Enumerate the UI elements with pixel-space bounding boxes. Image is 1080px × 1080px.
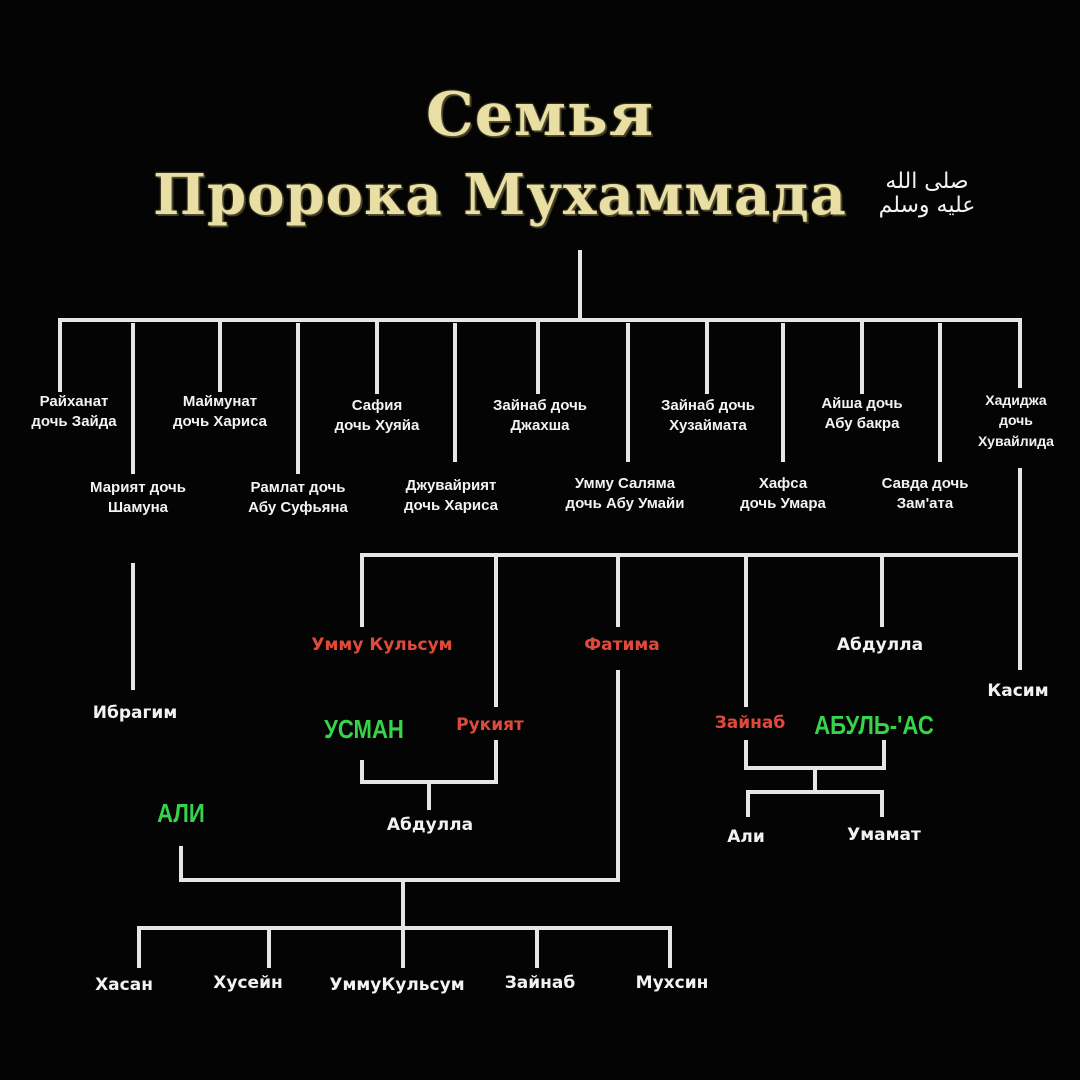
child-fatima: Фатима [584,635,660,655]
wife-hafsa: Хафса дочь Умара [740,475,826,513]
wife-mariyat: Марият дочь Шамуна [90,479,186,517]
wife-juwayriya: Джувайрият дочь Хариса [403,477,499,515]
wife-ramlat: Рамлат дочь Абу Суфьяна [248,479,348,517]
wife-umm-salama: Умму Салямa дочь Абу Умайи [565,475,685,513]
grandchild-muhsin: Мухсин [635,973,709,993]
child-qasim: Касим [987,681,1049,701]
wife-rayhanat: Райханат дочь Зайда [31,393,117,431]
grandchild-hasan: Хасан [95,975,153,995]
wife-zaynab-jahsh: Зайнаб дочь Джахша [492,397,588,435]
wife-khadija: Хадиджа дочь Хувайлида [978,392,1054,449]
husband-uthman: УСМАН [324,714,404,744]
grandchild-ali: Али [727,827,765,847]
husband-ali: АЛИ [157,798,205,828]
grandchild-abdullah: Абдулла [386,815,474,835]
child-ruqayya: Рукият [456,715,524,735]
husband-abul-as: АБУЛЬ-'АС [814,710,934,740]
child-ibrahim: Ибрагим [92,703,178,723]
grandchild-umamat: Умамат [847,825,921,845]
grandchild-husayn: Хусейн [213,973,283,993]
wife-maymunat: Маймунат дочь Хариса [172,393,268,431]
title-line-2: Пророка Мухаммада [153,162,847,228]
grandchild-umm-kulthum: УммуКульсум [329,975,465,995]
child-abdullah: Абдулла [836,635,924,655]
wife-sawda: Савда дочь Зам'ата [881,475,969,513]
child-zaynab: Зайнаб [714,713,786,733]
wife-aisha: Айша дочь Абу бакра [821,395,903,433]
wife-zaynab-khuzayma: Зайнаб дочь Хузаймата [660,397,756,435]
title-line-1: Семья [425,80,655,150]
salawat-calligraphy: صلى الله عليه وسلم [878,169,976,218]
wife-safiya: Сафия дочь Хуяйа [334,397,420,435]
child-umm-kulthum: Умму Кульсум [311,635,453,655]
grandchild-zaynab: Зайнаб [504,973,576,993]
